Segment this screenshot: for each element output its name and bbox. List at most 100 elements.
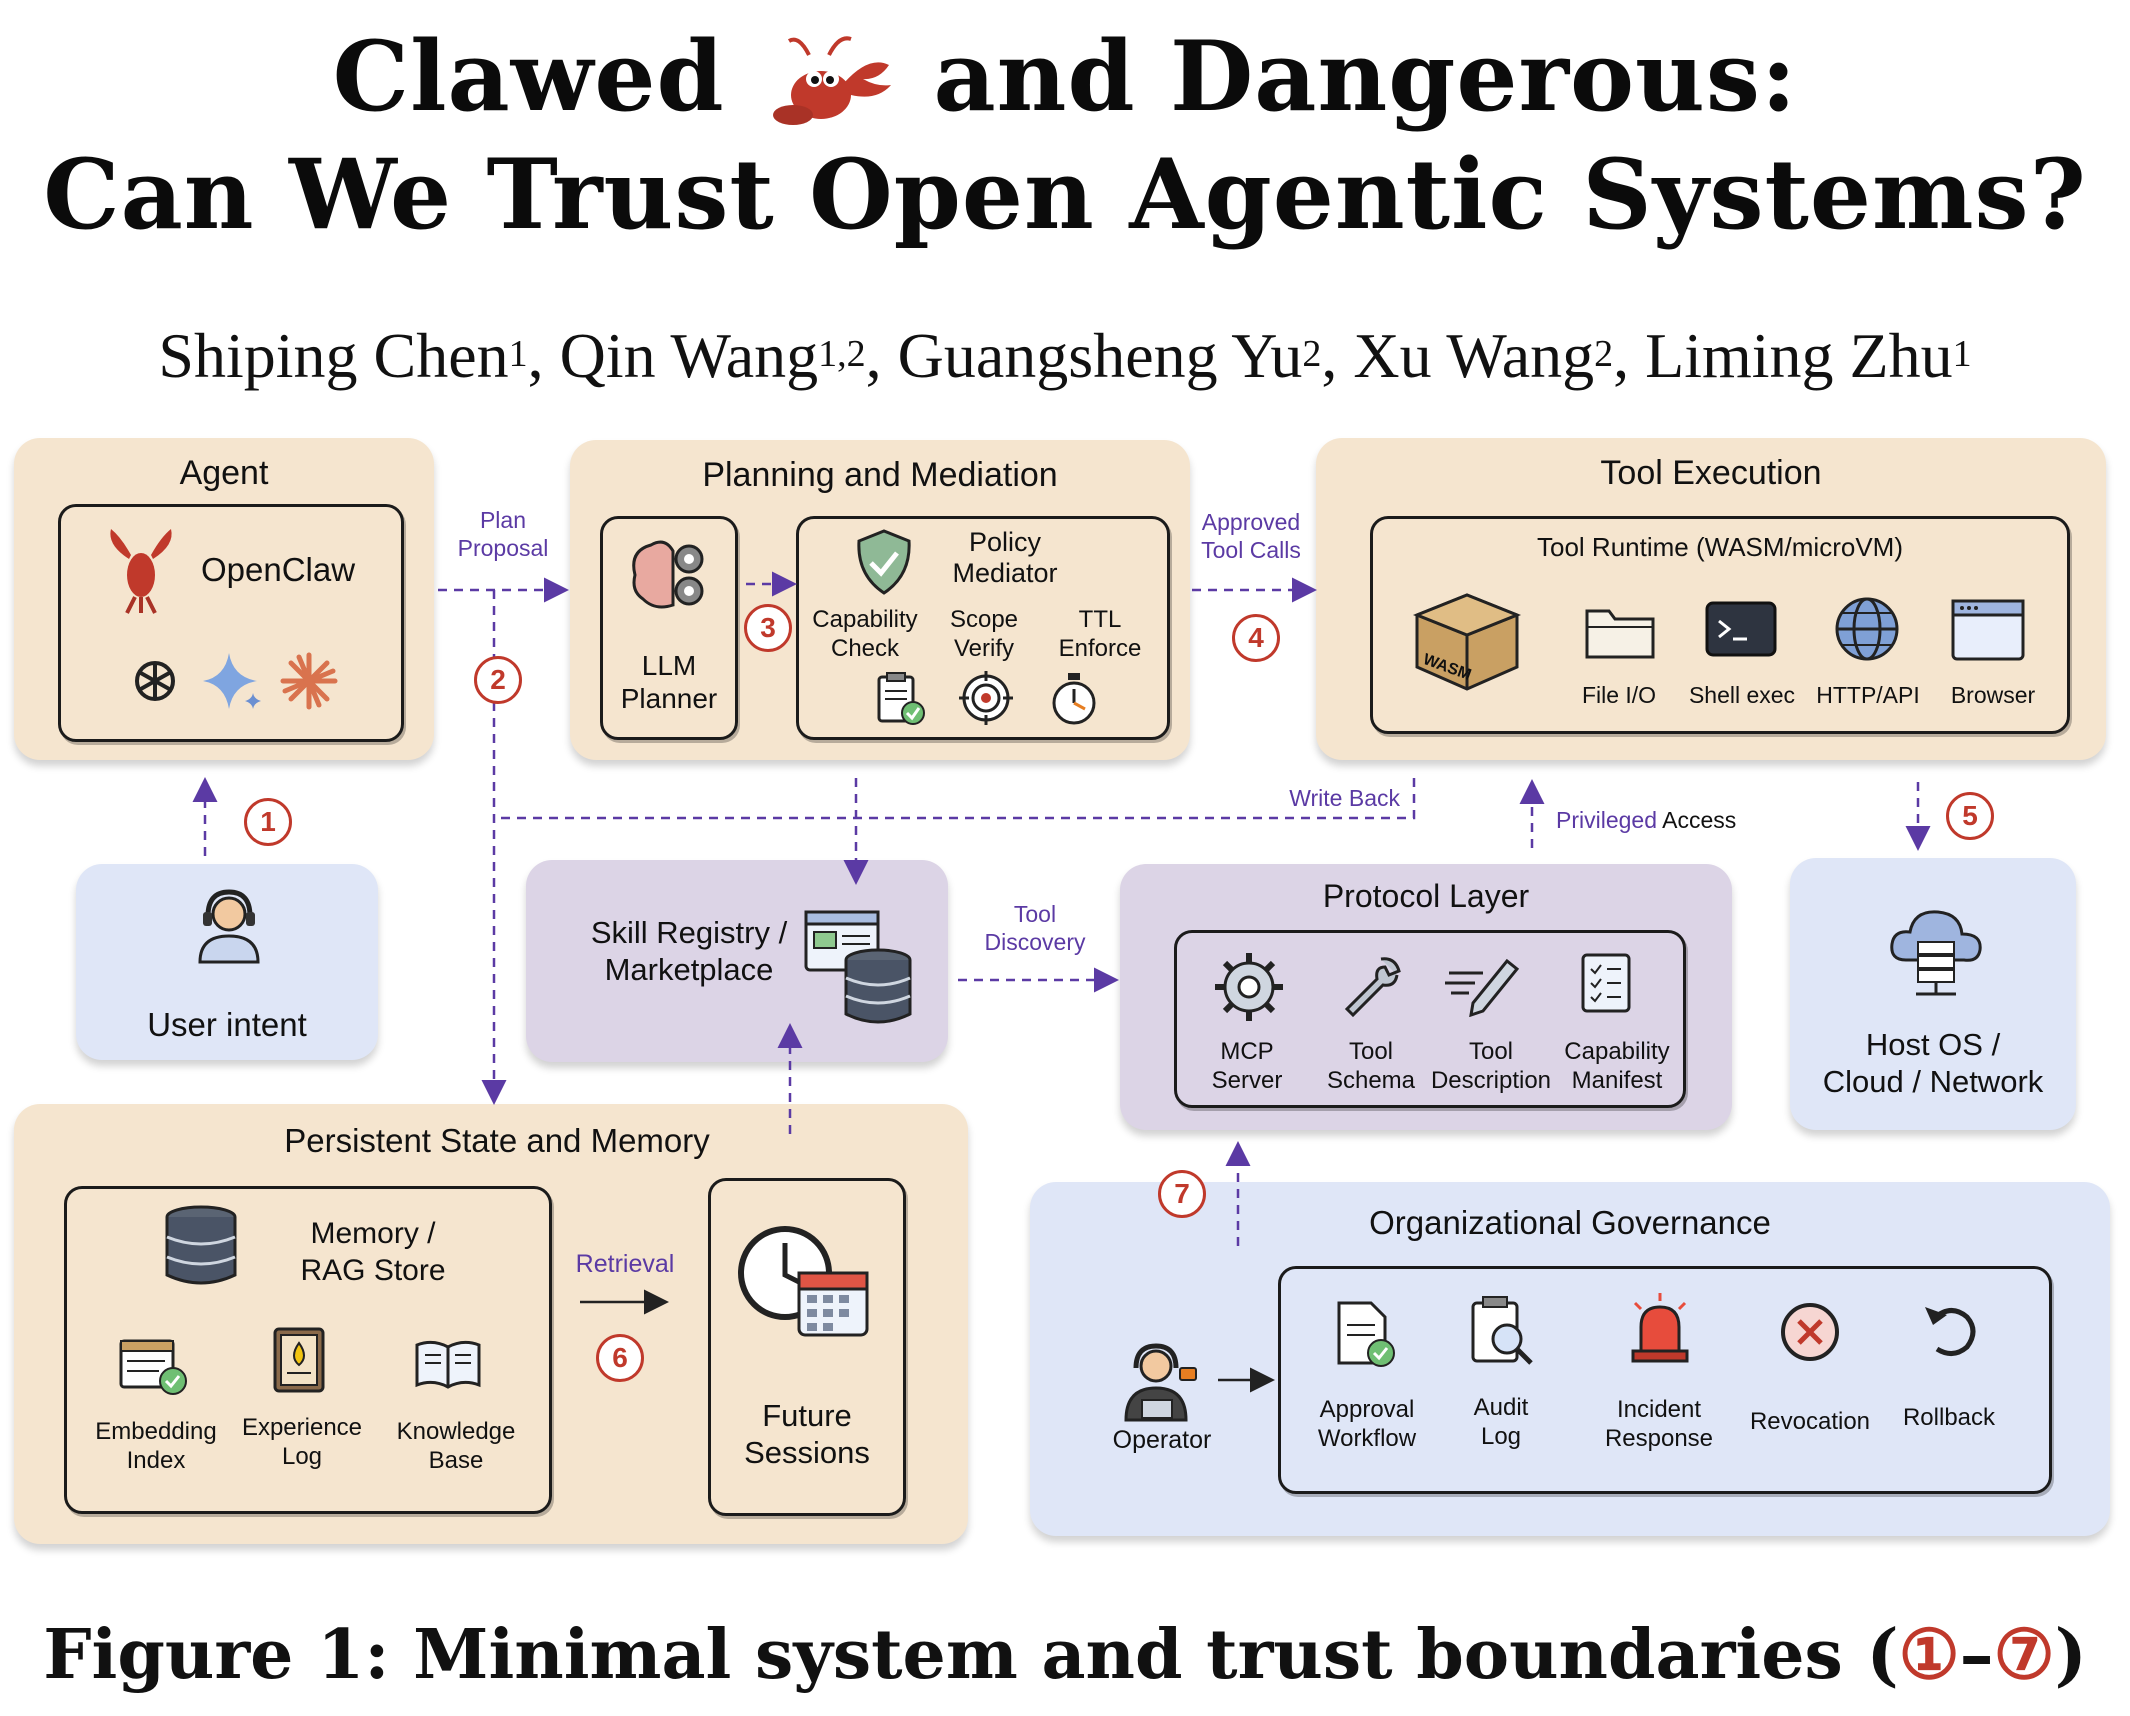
protocol-item-label: Tool Description bbox=[1430, 1038, 1552, 1094]
memory-title: Persistent State and Memory bbox=[284, 1122, 710, 1159]
llm-planner-box: LLM Planner bbox=[600, 516, 738, 740]
tool-runtime-box: Tool Runtime (WASM/microVM) WASM File I/… bbox=[1370, 516, 2070, 734]
edge-label-approved-tool-calls: Approved Tool Calls bbox=[1201, 509, 1301, 563]
folder-icon bbox=[1583, 599, 1657, 666]
figure-caption: Figure 1: Minimal system and trust bound… bbox=[43, 1615, 2087, 1695]
governance-item-label: Revocation bbox=[1749, 1408, 1871, 1435]
terminal-icon bbox=[1705, 601, 1777, 662]
stopwatch-icon bbox=[1047, 669, 1101, 732]
memory-item-label: Experience Log bbox=[241, 1414, 363, 1470]
governance-panel: Organizational Governance Operator Appro… bbox=[1030, 1182, 2110, 1536]
cloud-server-icon bbox=[1886, 904, 1986, 1005]
starburst-icon bbox=[279, 651, 339, 716]
author-list: Shiping Chen1, Qin Wang1,2, Guangsheng Y… bbox=[158, 320, 1972, 391]
author: Qin Wang1,2 bbox=[559, 320, 866, 391]
governance-item-label: Incident Response bbox=[1604, 1396, 1714, 1452]
governance-item-label: Approval Workflow bbox=[1317, 1396, 1417, 1452]
operator-icon bbox=[1122, 1342, 1202, 1427]
capability-check-label: Capability Check bbox=[812, 606, 918, 662]
author: Xu Wang2 bbox=[1353, 320, 1614, 391]
edge-label-plan-proposal: Plan Proposal bbox=[457, 507, 549, 561]
tool-item-label: File I/O bbox=[1581, 682, 1657, 708]
agent-panel: Agent OpenClaw bbox=[14, 438, 434, 760]
embedding-index-icon bbox=[119, 1335, 189, 1402]
policy-mediator-box: Policy Mediator Capability Check Scope V… bbox=[796, 516, 1170, 740]
edge-label-tool-discovery: Tool Discovery bbox=[984, 901, 1086, 955]
shield-check-icon bbox=[855, 529, 913, 600]
mcp-gear-icon bbox=[1213, 951, 1285, 1028]
browser-window-icon bbox=[1951, 599, 2025, 666]
tool-item-label: Browser bbox=[1950, 682, 2036, 708]
database-icon bbox=[163, 1205, 239, 1294]
title-part-1: Clawed bbox=[332, 20, 725, 133]
globe-icon bbox=[1833, 595, 1901, 668]
openai-logo-icon bbox=[127, 653, 183, 714]
wasm-box-icon bbox=[1407, 581, 1527, 698]
memory-item-label: Embedding Index bbox=[95, 1418, 217, 1474]
tool-runtime-label: Tool Runtime (WASM/microVM) bbox=[1537, 532, 1903, 562]
registry-database-icon bbox=[804, 910, 916, 1031]
arrow-write-back bbox=[498, 778, 1416, 820]
title-part-2: and Dangerous: bbox=[933, 20, 1798, 133]
book-icon bbox=[413, 1335, 483, 1396]
lobster-icon bbox=[759, 35, 899, 135]
revocation-x-icon bbox=[1779, 1301, 1841, 1368]
policy-mediator-label: Policy Mediator bbox=[952, 527, 1058, 588]
marker-1: 1 bbox=[244, 798, 292, 846]
governance-item-label: Audit Log bbox=[1473, 1394, 1529, 1450]
protocol-layer-title: Protocol Layer bbox=[1322, 878, 1530, 914]
governance-title: Organizational Governance bbox=[1369, 1204, 1771, 1241]
title-line-1: Clawed and Dangerous: bbox=[0, 22, 2130, 135]
protocol-layer-panel: Protocol Layer MCP Server Tool Schema To… bbox=[1120, 864, 1732, 1130]
memory-item-label: Knowledge Base bbox=[396, 1418, 516, 1474]
future-sessions-label: Future Sessions bbox=[744, 1398, 870, 1470]
sparkle-icon bbox=[201, 649, 265, 718]
user-intent-label: User intent bbox=[147, 1006, 307, 1043]
target-icon bbox=[959, 671, 1013, 730]
experience-log-icon bbox=[269, 1325, 331, 1400]
operator-label: Operator bbox=[1112, 1426, 1212, 1454]
tool-item-label: HTTP/API bbox=[1816, 682, 1920, 708]
scope-verify-label: Scope Verify bbox=[949, 606, 1019, 662]
protocol-item-label: Capability Manifest bbox=[1564, 1038, 1670, 1094]
marker-7: 7 bbox=[1158, 1170, 1206, 1218]
headset-user-icon bbox=[194, 888, 264, 969]
clipboard-check-icon bbox=[873, 671, 929, 732]
skill-registry-label: Skill Registry / Marketplace bbox=[590, 915, 788, 987]
user-intent-panel: User intent bbox=[76, 864, 378, 1060]
author: Shiping Chen1 bbox=[158, 320, 528, 391]
skill-registry-panel: Skill Registry / Marketplace bbox=[526, 860, 948, 1062]
memory-panel: Persistent State and Memory Memory / RAG… bbox=[14, 1104, 968, 1544]
protocol-inner-box: MCP Server Tool Schema Tool Description … bbox=[1174, 930, 1686, 1108]
agent-title: Agent bbox=[179, 454, 269, 492]
planning-panel: Planning and Mediation LLM Planner Polic… bbox=[570, 440, 1190, 760]
wrench-icon bbox=[1339, 953, 1405, 1024]
lobster-icon bbox=[101, 525, 181, 620]
openclaw-label: OpenClaw bbox=[201, 551, 356, 588]
author: Liming Zhu1 bbox=[1645, 320, 1972, 391]
future-sessions-box: Future Sessions bbox=[708, 1178, 906, 1516]
audit-magnifier-icon bbox=[1469, 1295, 1535, 1374]
author: Guangsheng Yu2 bbox=[897, 320, 1322, 391]
rollback-arrow-icon bbox=[1919, 1301, 1981, 1368]
tool-execution-title: Tool Execution bbox=[1600, 454, 1822, 492]
host-label: Host OS / Cloud / Network bbox=[1822, 1027, 2044, 1099]
governance-inner-box: Approval Workflow Audit Log Incident Res… bbox=[1278, 1266, 2052, 1494]
marker-4: 4 bbox=[1232, 614, 1280, 662]
llm-planner-label: LLM Planner bbox=[620, 650, 718, 714]
planning-title: Planning and Mediation bbox=[702, 456, 1058, 494]
tool-item-label: Shell exec bbox=[1688, 682, 1796, 708]
memory-inner-box: Memory / RAG Store Embedding Index Exper… bbox=[64, 1186, 552, 1514]
ttl-enforce-label: TTL Enforce bbox=[1058, 606, 1142, 662]
title-line-2: Can We Trust Open Agentic Systems? bbox=[43, 138, 2087, 251]
edge-label-retrieval: Retrieval bbox=[575, 1250, 675, 1278]
brain-gear-icon bbox=[625, 531, 711, 622]
host-panel: Host OS / Cloud / Network bbox=[1790, 858, 2076, 1130]
pen-description-icon bbox=[1443, 951, 1523, 1022]
manifest-checklist-icon bbox=[1579, 951, 1635, 1020]
governance-item-label: Rollback bbox=[1902, 1404, 1996, 1431]
memory-store-label: Memory / RAG Store bbox=[300, 1217, 446, 1287]
siren-icon bbox=[1627, 1291, 1693, 1372]
marker-2: 2 bbox=[474, 656, 522, 704]
tool-execution-panel: Tool Execution Tool Runtime (WASM/microV… bbox=[1316, 438, 2106, 760]
